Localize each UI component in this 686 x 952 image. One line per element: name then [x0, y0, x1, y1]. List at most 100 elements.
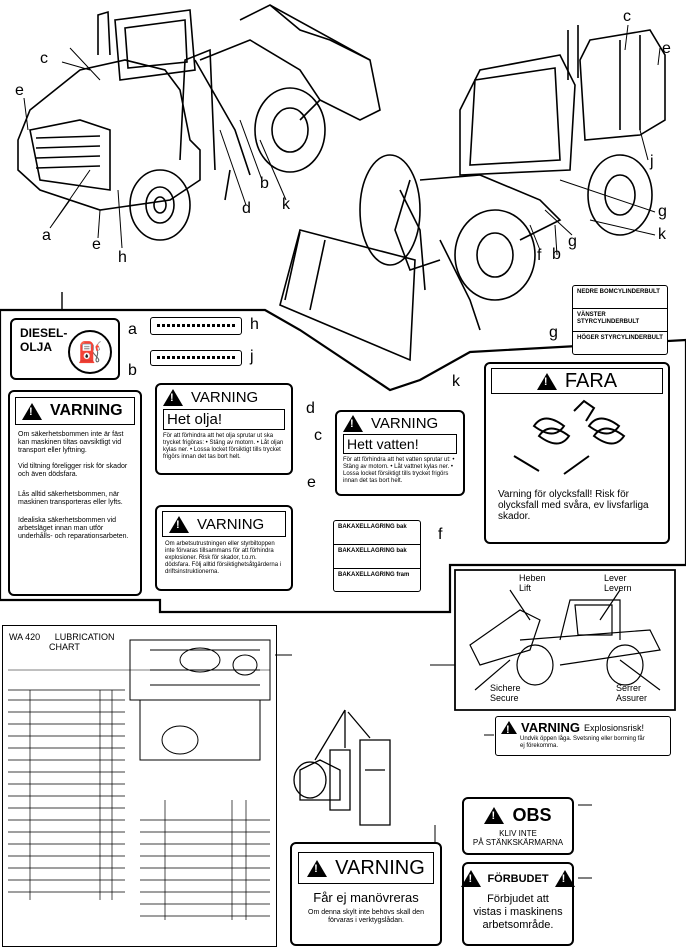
label-g-row: HÖGER STYRCYLINDERBULT [577, 335, 663, 341]
decal-warning-e: VARNING Om arbetsutrustningen eller styr… [155, 505, 293, 591]
warning-b-text: Vid tiltning föreligger risk för skador … [18, 463, 128, 478]
lever-label: Heben [519, 573, 546, 583]
forbudet-line: Förbjudet att [487, 893, 549, 905]
callout-label: e [15, 82, 24, 99]
manovrera-title: VARNING [335, 856, 425, 879]
decal-diesel: DIESEL- OLJA ⛽ [10, 318, 120, 380]
decal-j [150, 350, 242, 366]
warning-e-title: VARNING [197, 515, 265, 533]
callout-label: c [314, 427, 322, 444]
callout-label: d [242, 200, 251, 217]
callout-label: g [568, 233, 577, 250]
callout-leaders [23, 24, 661, 256]
callout-label: j [250, 348, 254, 365]
callout-label: e [307, 474, 316, 491]
callout-label: g [549, 324, 558, 341]
explosion-title: VARNING [521, 720, 580, 735]
obs-line: KLIV INTE [499, 829, 537, 838]
decal-obs: OBS KLIV INTE PÅ STÄNKSKÄRMARNA [462, 797, 574, 855]
warning-d-title: VARNING [191, 389, 259, 406]
lever-label: Serrer [616, 683, 642, 693]
lever-label: Lever [604, 573, 627, 583]
lever-label: Sichere [490, 683, 521, 693]
decal-frame [0, 308, 686, 614]
forbudet-title: FÖRBUDET [487, 872, 549, 885]
label-f-row: BAKAXELLAGRING fram [338, 572, 410, 578]
manovrera-text: Om denna skylt inte behövs skall den för… [308, 909, 424, 924]
warning-b-text: Lås alltid säkerhetsbommen, när maskinen… [18, 491, 123, 506]
decal-h [150, 317, 242, 335]
loader-front-view [279, 25, 666, 362]
callout-label: h [118, 249, 127, 266]
label-g-row: VÄNSTER STYRCYLINDERBULT [573, 309, 667, 332]
decal-explosion: VARNING Explosionsrisk! Undvik öppen låg… [495, 716, 671, 756]
decal-f: BAKAXELLAGRING bak BAKAXELLAGRING bak BA… [333, 520, 421, 592]
decal-manovrera: VARNING Får ej manövreras Om denna skylt… [290, 842, 442, 946]
decal-g: NEDRE BOMCYLINDERBULT VÄNSTER STYRCYLIND… [572, 285, 668, 355]
explosion-subtitle: Explosionsrisk! [583, 722, 645, 733]
fara-text: Varning för olycksfall! Risk för olycksf… [498, 489, 649, 522]
diesel-line1: DIESEL- [20, 326, 68, 340]
label-g-row: NEDRE BOMCYLINDERBULT [573, 286, 667, 309]
fuel-pump-icon: ⛽ [68, 330, 112, 374]
warning-e-text: Om arbetsutrustningen eller styrbiltoppe… [165, 541, 282, 575]
decal-warning-d: VARNING Het olja! För att förhindra att … [155, 383, 293, 475]
lever-label: Levern [604, 583, 632, 593]
callout-label: j [650, 153, 654, 170]
callout-label: a [128, 321, 137, 338]
callout-label: k [282, 196, 290, 213]
warning-triangle-icon [484, 807, 505, 824]
warning-c-subtitle: Hett vatten! [343, 434, 457, 454]
callout-label: a [42, 227, 51, 244]
warning-triangle-icon [554, 870, 575, 887]
callout-label: f [438, 526, 443, 543]
warning-d-subtitle: Het olja! [163, 409, 285, 430]
warning-triangle-icon [169, 515, 189, 533]
warning-triangle-icon [163, 389, 183, 406]
lever-label: Assurer [616, 693, 648, 703]
callout-label: k [658, 226, 666, 243]
callout-label: b [260, 175, 269, 192]
obs-title: OBS [512, 805, 552, 825]
obs-line: PÅ STÄNKSKÄRMARNA [472, 838, 564, 847]
diesel-line2: OLJA [20, 340, 53, 354]
warning-triangle-icon [501, 721, 517, 736]
warning-b-title: VARNING [50, 402, 123, 419]
warning-triangle-icon [22, 402, 42, 420]
callout-label: e [662, 40, 671, 57]
fara-title: FARA [564, 369, 618, 392]
warning-b-text: Idealiska säkerhetsbommen vid arbetsläge… [18, 517, 129, 540]
lever-label: Secure [490, 693, 519, 703]
forbudet-line: arbetsområde. [482, 919, 554, 931]
callout-label: k [452, 373, 460, 390]
callout-label: d [306, 400, 315, 417]
cylinder-parts [293, 709, 391, 826]
callout-label: f [537, 247, 542, 264]
decal-fara: FARA Varning för olycksfall! Risk för ol… [484, 362, 670, 544]
explosion-text: Undvik öppen låga. Svetsning eller borrn… [520, 736, 645, 749]
decal-warning-c: VARNING Hett vatten! För att förhindra a… [335, 410, 465, 496]
forbudet-line: vistas i maskinens [473, 906, 563, 918]
warning-triangle-icon [536, 372, 557, 390]
lubrication-model: WA 420 [9, 632, 41, 642]
warning-d-text: För att förhindra att het olja sprutar u… [163, 433, 284, 460]
lever-diagram-loader [469, 589, 661, 691]
fan-hazard-icon [513, 399, 626, 475]
lubrication-title2: CHART [49, 642, 80, 652]
callout-label: b [552, 246, 561, 263]
manovrera-subtitle: Får ej manövreras [313, 890, 419, 905]
lubrication-chart-graphics [8, 639, 271, 920]
callout-label: g [658, 203, 667, 220]
warning-triangle-icon [461, 870, 482, 887]
callout-label: e [92, 236, 101, 253]
warning-b-text: Om säkerhetsbommen inte är fäst kan mask… [18, 431, 124, 454]
decal-warning-b: VARNING Om säkerhetsbommen inte är fäst … [8, 390, 142, 596]
warning-c-title: VARNING [371, 415, 439, 432]
callout-label: b [128, 362, 137, 379]
warning-triangle-icon [343, 415, 363, 432]
decal-forbudet: FÖRBUDET Förbjudet att vistas i maskinen… [461, 862, 575, 946]
warning-c-text: För att förhindra att het vatten sprutar… [343, 457, 455, 484]
warning-triangle-icon [307, 859, 328, 877]
label-f-row: BAKAXELLAGRING bak [334, 521, 420, 545]
